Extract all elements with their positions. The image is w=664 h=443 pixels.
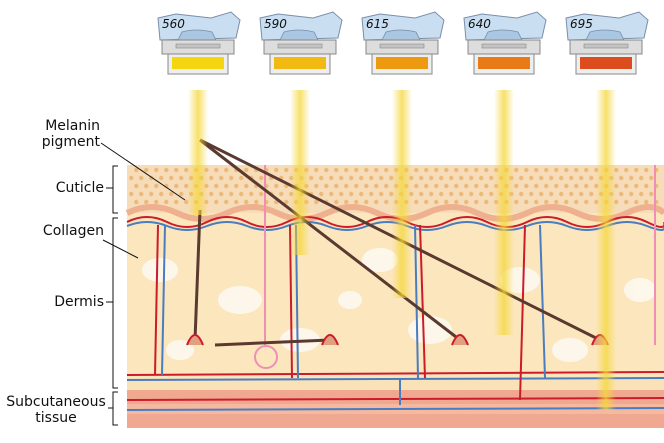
hair — [199, 138, 469, 346]
filter-615: 615 — [361, 11, 445, 75]
filter-color-615 — [376, 57, 428, 69]
light-beam-640 — [494, 90, 514, 335]
label-brackets — [100, 142, 186, 426]
filter-wavelength-label: 695 — [570, 17, 593, 31]
label-collagen: Collagen — [42, 223, 104, 239]
filter-color-560 — [172, 57, 224, 69]
filter-560: 560 — [157, 11, 241, 75]
filter-wavelength-label: 590 — [264, 17, 287, 31]
filter-heads: 560 590 615 640 695 — [157, 11, 649, 75]
filter-color-695 — [580, 57, 632, 69]
sweat-glands — [254, 165, 656, 369]
light-beam-590 — [290, 90, 310, 255]
filter-640: 640 — [463, 11, 547, 75]
label-cuticle: Cuticle — [55, 180, 104, 196]
light-beam-695 — [596, 90, 616, 410]
filter-wavelength-label: 560 — [162, 17, 185, 31]
hair — [186, 209, 204, 346]
label-melanin-pigment: Melanin pigment — [41, 118, 100, 150]
filter-695: 695 — [565, 11, 649, 75]
label-dermis: Dermis — [54, 294, 104, 310]
hair — [214, 334, 339, 347]
filter-color-640 — [478, 57, 530, 69]
dermis-bottom-band — [127, 378, 664, 390]
light-beams — [188, 90, 616, 410]
label-subcutaneous-tissue: Subcutaneous tissue — [6, 394, 106, 426]
filter-color-590 — [274, 57, 326, 69]
light-beam-560 — [188, 90, 208, 215]
filter-590: 590 — [259, 11, 343, 75]
filter-wavelength-label: 640 — [468, 17, 491, 31]
filter-wavelength-label: 615 — [366, 17, 389, 31]
light-beam-615 — [392, 90, 412, 298]
